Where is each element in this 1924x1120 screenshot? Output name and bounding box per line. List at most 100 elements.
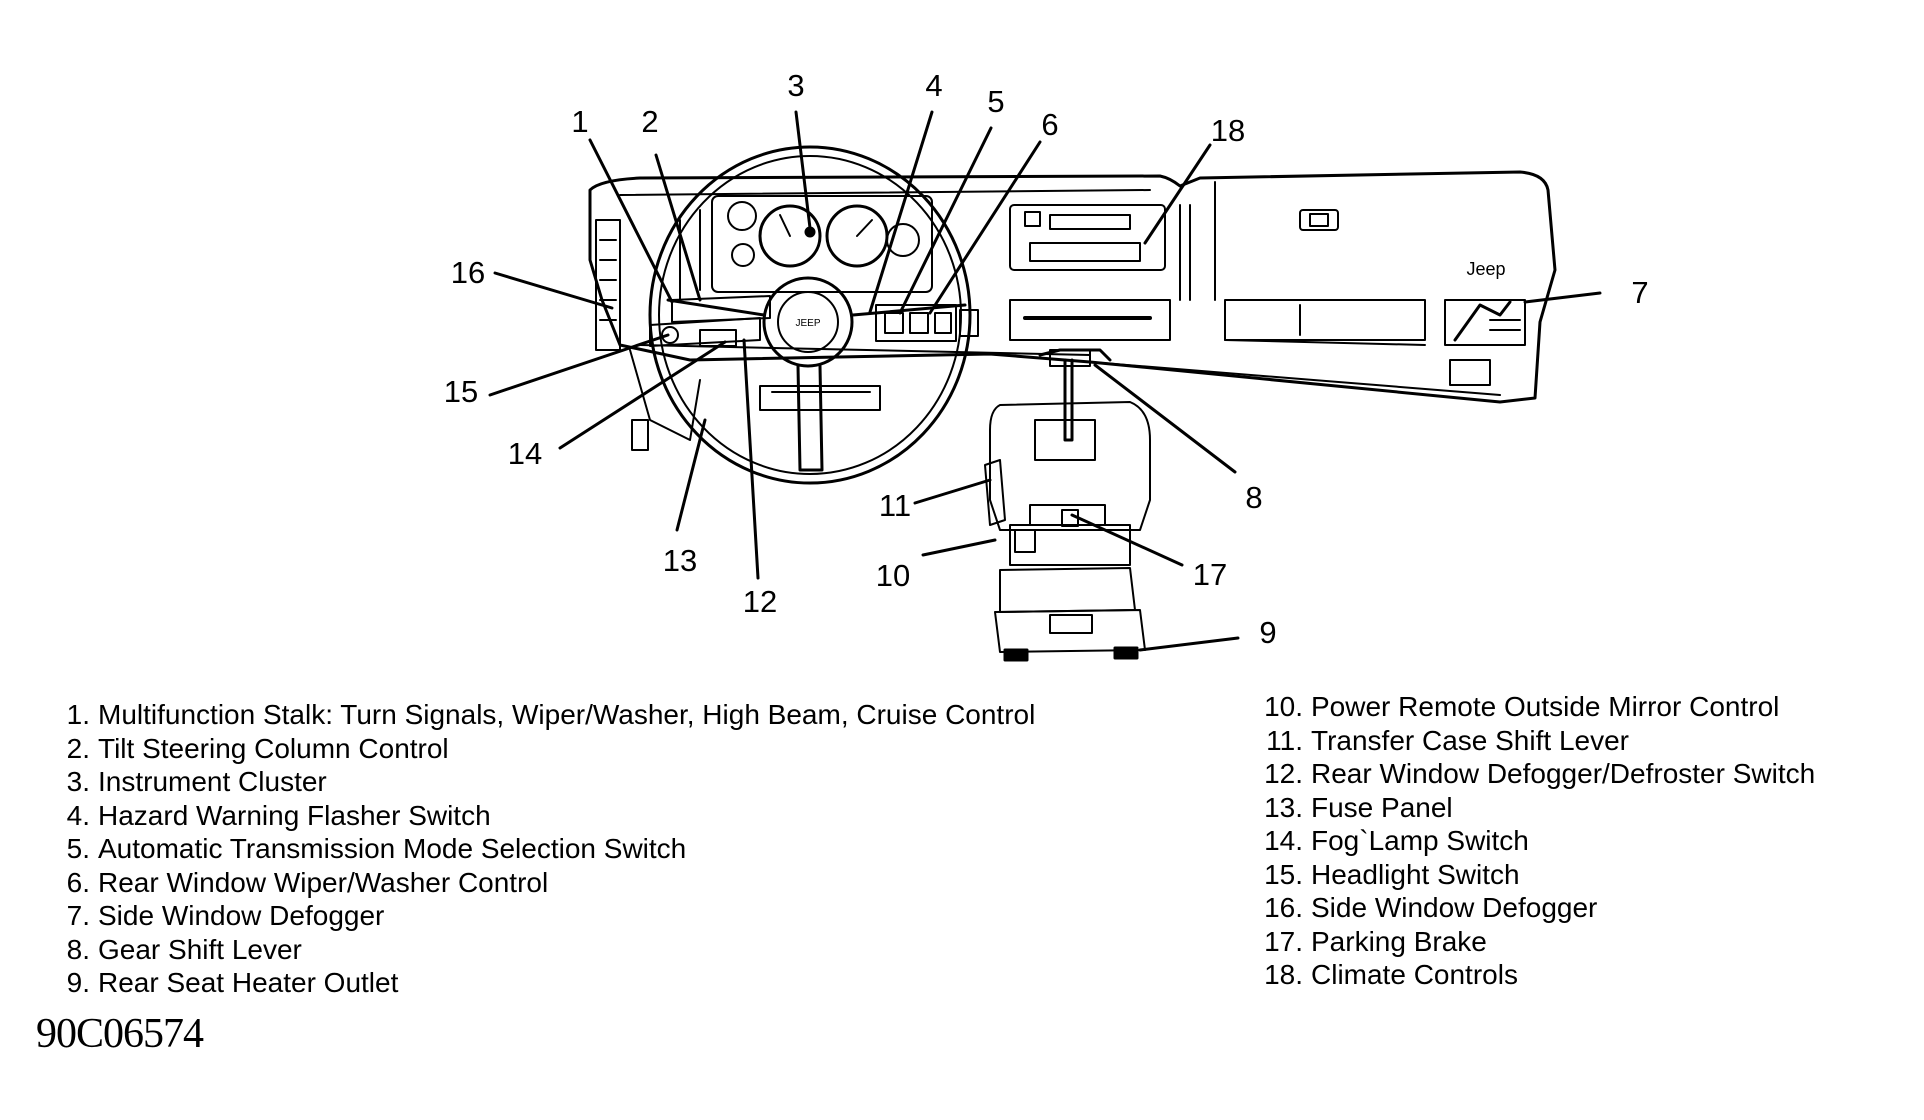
leader-15 <box>488 333 670 397</box>
legend-item-label: Power Remote Outside Mirror Control <box>1311 691 1780 722</box>
callout-17: 17 <box>1193 557 1227 592</box>
callout-16: 16 <box>451 255 485 290</box>
leader-12 <box>742 338 760 580</box>
callout-2: 2 <box>641 104 658 139</box>
legend-item: 6.Rear Window Wiper/Washer Control <box>50 866 1035 900</box>
legend-item-number: 16. <box>1264 892 1303 923</box>
legend-item: 1. Multifunction Stalk: Turn Signals, Wip… <box>50 698 1036 732</box>
legend-item-number: 6. <box>66 866 90 898</box>
callout-10: 10 <box>876 558 910 593</box>
legend-item-number: 17. <box>1264 925 1303 957</box>
legend-left: 1. Multifunction Stalk: Turn Signals, Wip… <box>50 698 1036 1000</box>
legend-item-number: 2. <box>66 732 90 764</box>
glove-box: Jeep <box>1224 209 1506 386</box>
legend-item-label: Gear Shift Lever <box>98 933 302 965</box>
legend-item: 13.Fuse Panel <box>1252 791 1815 825</box>
legend-item: 2.Tilt Steering Column Control <box>50 732 1035 766</box>
callout-4: 4 <box>925 68 942 103</box>
legend-item-number: 9. <box>66 967 90 998</box>
legend-item-number: 18. <box>1264 959 1303 990</box>
legend-item: 8.Gear Shift Lever <box>50 933 1035 967</box>
steering-wheel: JEEP <box>648 145 972 485</box>
legend-item-number: 7. <box>66 900 90 931</box>
leader-3 <box>794 110 812 230</box>
callout-14: 14 <box>508 436 542 471</box>
legend-item: 18. Climate Controls <box>1252 958 1815 992</box>
legend-item-label: Parking Brake <box>1311 925 1487 957</box>
steering-column <box>649 295 771 347</box>
legend-item: 14. Fog`Lamp Switch <box>1252 824 1815 858</box>
legend-item-label: Climate Controls <box>1311 959 1518 990</box>
switch-block <box>875 304 979 342</box>
leader-6 <box>928 140 1042 315</box>
leader-5 <box>898 126 993 315</box>
legend-item-label: Rear Window Defogger/Defroster Switch <box>1311 758 1816 789</box>
leader-11 <box>913 478 992 505</box>
legend-item: 4.Hazard Warning Flasher Switch <box>50 799 1035 833</box>
jeep-badge: Jeep <box>1466 259 1505 279</box>
callout-5: 5 <box>987 84 1004 119</box>
leader-9 <box>1138 636 1240 652</box>
callout-3: 3 <box>787 68 804 103</box>
callout-13: 13 <box>663 543 697 578</box>
legend-item-label: Automatic Transmission Mode Selection Sw… <box>98 833 687 864</box>
svg-text:JEEP: JEEP <box>795 318 820 329</box>
instrument-cluster <box>679 195 933 301</box>
legend-item-label: Instrument Cluster <box>98 766 327 797</box>
legend-item-label: Side Window Defogger <box>1311 892 1598 923</box>
figure-code: 90C06574 <box>36 1011 204 1057</box>
center-console <box>984 348 1151 662</box>
legend-item: 15.Headlight Switch <box>1252 858 1815 892</box>
legend-item: 3. Instrument Cluster <box>50 765 1035 799</box>
callout-18: 18 <box>1211 113 1245 148</box>
legend-item-number: 15. <box>1264 858 1303 890</box>
legend-item-label: Rear Window Wiper/Washer Control <box>98 866 549 898</box>
legend-item: 10. Power Remote Outside Mirror Control <box>1252 690 1815 724</box>
legend-item-number: 10. <box>1264 691 1303 722</box>
callout-9: 9 <box>1259 615 1276 650</box>
leader-8 <box>1093 363 1237 474</box>
leader-7 <box>1523 291 1602 304</box>
right-side-vent <box>1444 299 1526 346</box>
legend-item-label: Hazard Warning Flasher Switch <box>98 799 491 831</box>
legend-item-number: 13. <box>1264 791 1303 823</box>
legend-item: 12. Rear Window Defogger/Defroster Switch <box>1252 757 1815 791</box>
callout-7: 7 <box>1631 275 1648 310</box>
callout-1: 1 <box>571 104 588 139</box>
callout-15: 15 <box>444 374 478 409</box>
callout-8: 8 <box>1245 480 1262 515</box>
leader-1 <box>588 138 674 304</box>
left-side-vent <box>595 219 621 351</box>
leader-2 <box>654 153 702 302</box>
leader-16 <box>493 271 614 310</box>
leader-14 <box>558 340 727 450</box>
legend-item: 5. Automatic Transmission Mode Selection … <box>50 832 1035 866</box>
legend-item-number: 1. <box>66 699 90 730</box>
legend-item-label: Fuse Panel <box>1311 791 1453 823</box>
legend-item-label: Multifunction Stalk: Turn Signals, Wiper… <box>98 699 1036 730</box>
legend-item-label: Side Window Defogger <box>98 900 385 931</box>
leader-13 <box>675 418 707 532</box>
leader-4 <box>868 110 934 314</box>
legend-item-number: 4. <box>66 799 90 831</box>
callout-6: 6 <box>1041 107 1058 142</box>
leader-17 <box>1070 513 1184 567</box>
legend-item-label: Rear Seat Heater Outlet <box>98 967 399 998</box>
legend-item: 17.Parking Brake <box>1252 925 1815 959</box>
legend-item-number: 14. <box>1264 825 1303 856</box>
callout-numbers: 1 2 3 4 5 6 7 8 9 10 11 12 13 14 15 16 1… <box>444 68 1649 650</box>
legend-item-number: 8. <box>66 933 90 965</box>
legend-item-number: 5. <box>66 833 90 864</box>
legend-item-label: Tilt Steering Column Control <box>98 732 449 764</box>
legend-item-number: 3. <box>66 766 90 797</box>
lower-left-panel <box>629 349 881 451</box>
legend-item-number: 12. <box>1264 758 1303 789</box>
leader-18 <box>1143 143 1212 245</box>
legend-item-label: Fog`Lamp Switch <box>1311 825 1529 856</box>
legend-item: 7. Side Window Defogger <box>50 899 1035 933</box>
leader-10 <box>921 538 997 557</box>
radio-climate-unit <box>1009 204 1191 341</box>
legend-item-number: 11. <box>1266 724 1303 756</box>
callout-11: 11 <box>879 488 911 523</box>
